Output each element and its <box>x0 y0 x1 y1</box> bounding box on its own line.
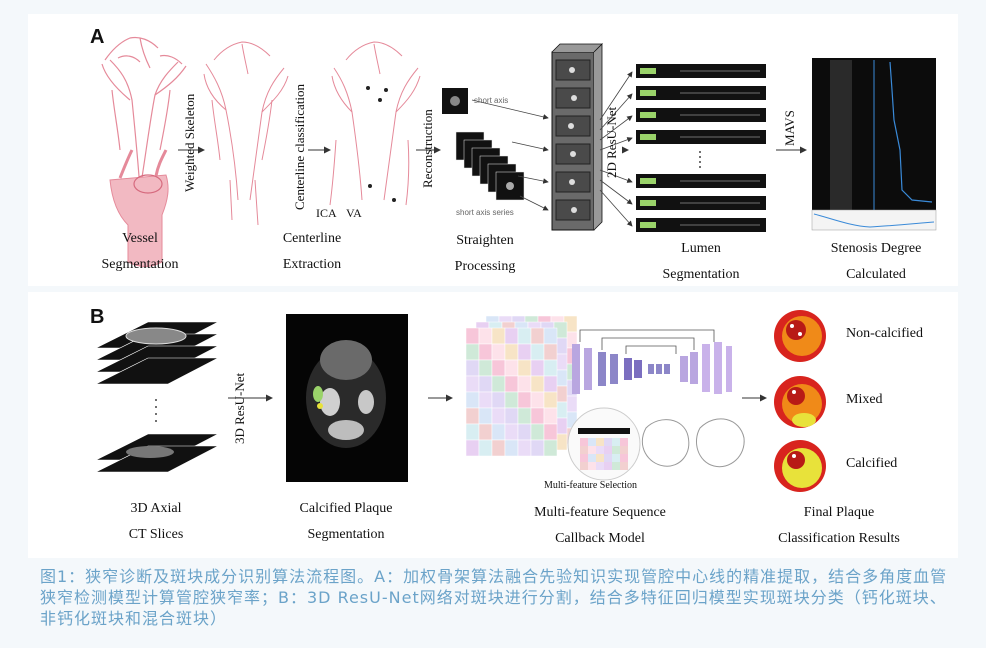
fan-arrows <box>471 99 549 211</box>
ct-stack <box>95 321 219 473</box>
arrow-label-weighted-skeleton: Weighted Skeleton <box>182 93 197 192</box>
vessel-label-va: VA <box>346 206 362 220</box>
vessel-tree-2 <box>203 41 289 226</box>
arrow-label-mavs: MAVS <box>782 110 797 146</box>
lumen-strips <box>636 64 766 232</box>
arrow-label-2d-resunet: 2D ResU-Net <box>604 106 619 178</box>
panel-b-letter: B <box>90 306 105 328</box>
network-diagram <box>572 329 732 394</box>
plaque-noncalcified <box>774 310 826 362</box>
short-axis-label: short axis <box>474 96 509 105</box>
lumen-arrows <box>599 71 633 227</box>
short-axis-image <box>442 88 468 114</box>
short-axis-series-label: short axis series <box>456 208 514 217</box>
figure-caption: 图1：狭窄诊断及斑块成分识别算法流程图。A：加权骨架算法融合先验知识实现管腔中心… <box>40 567 948 628</box>
panel-a-letter: A <box>90 26 105 48</box>
class-label-mixed: Mixed <box>846 392 883 407</box>
vessel-label-ica: ICA <box>316 206 337 220</box>
straightened-volume <box>551 43 603 231</box>
calcified-ct-image <box>286 314 408 482</box>
short-axis-series <box>455 131 525 201</box>
lumen-contours <box>641 418 745 468</box>
centerline-points <box>366 86 396 202</box>
plaque-calcified <box>774 440 826 492</box>
feature-matrix <box>465 315 578 457</box>
class-label-noncalcified: Non-calcified <box>846 326 923 341</box>
multi-feature-selection-label: Multi-feature Selection <box>544 480 638 491</box>
vessel-tree-1 <box>101 36 187 191</box>
arrow-label-centerline-classification: Centerline classification <box>292 84 307 210</box>
class-label-calcified: Calcified <box>846 456 898 471</box>
aortic-arch <box>109 149 169 267</box>
stenosis-plot <box>811 58 937 231</box>
vessel-tree-3 <box>329 41 421 206</box>
arrow-label-reconstruction: Reconstruction <box>420 109 435 188</box>
arrow-label-3d-resunet: 3D ResU-Net <box>232 372 247 444</box>
selection-circle <box>567 407 641 481</box>
plaque-mixed <box>774 376 826 428</box>
